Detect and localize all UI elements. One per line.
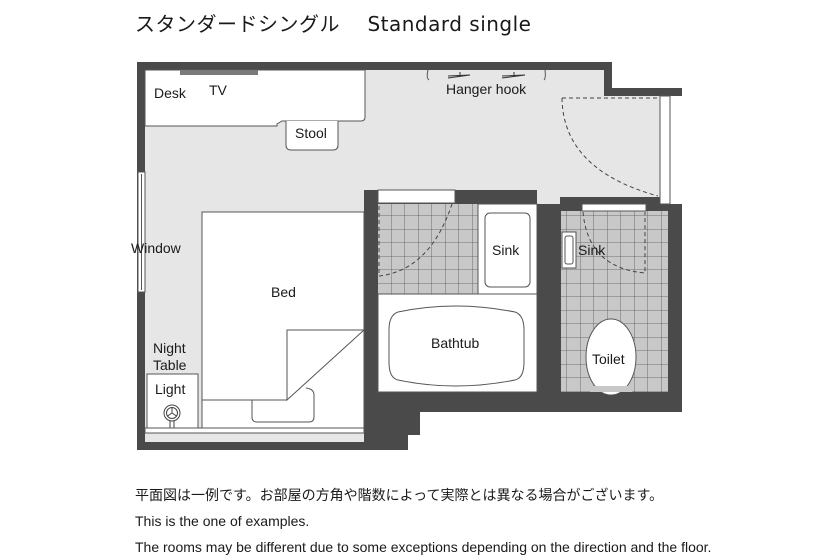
- light-icon: [163, 404, 181, 428]
- window-label: Window: [131, 240, 182, 256]
- bed-label: Bed: [271, 284, 296, 300]
- tv-label: TV: [209, 82, 228, 98]
- page-title: スタンダードシングル Standard single: [135, 8, 532, 37]
- disclaimer: 平面図は一例です。お部屋の方角や階数によって実際とは異なる場合がございます。 T…: [135, 482, 711, 560]
- hanger-hook-label: Hanger hook: [446, 81, 527, 97]
- note-japanese: 平面図は一例です。お部屋の方角や階数によって実際とは異なる場合がございます。: [135, 487, 664, 503]
- entrance-door: [561, 95, 671, 205]
- toilet-sink-label: Sink: [578, 242, 606, 258]
- stool-label: Stool: [295, 125, 327, 141]
- floor-plan: Desk TV Stool Hanger hook Window Bed Nig…: [131, 62, 682, 450]
- sink: [484, 212, 531, 288]
- sink-label: Sink: [492, 242, 520, 258]
- bathtub-label: Bathtub: [431, 335, 479, 351]
- bathtub: [388, 305, 525, 387]
- bathroom: Sink Bathtub: [377, 189, 538, 393]
- hanger-hooks: Hanger hook: [426, 69, 546, 97]
- toilet: [585, 318, 637, 396]
- title-japanese: スタンダードシングル: [135, 12, 340, 36]
- night-table: Night Table Light: [146, 340, 199, 429]
- note-english-1: This is the one of examples.: [135, 513, 310, 529]
- tv: [180, 70, 258, 75]
- toilet-room: Sink Toilet: [561, 203, 668, 396]
- desk: Desk TV: [144, 69, 366, 127]
- desk-label: Desk: [154, 85, 187, 101]
- night-table-label-1: Night: [153, 340, 186, 356]
- night-table-label-2: Table: [153, 357, 187, 373]
- note-english-2: The rooms may be different due to some e…: [135, 539, 712, 555]
- toilet-label: Toilet: [592, 351, 625, 367]
- light-label: Light: [155, 381, 185, 397]
- stool: Stool: [285, 121, 339, 151]
- title-english: Standard single: [367, 12, 532, 36]
- window: Window: [131, 171, 182, 293]
- bed: Bed: [201, 211, 366, 429]
